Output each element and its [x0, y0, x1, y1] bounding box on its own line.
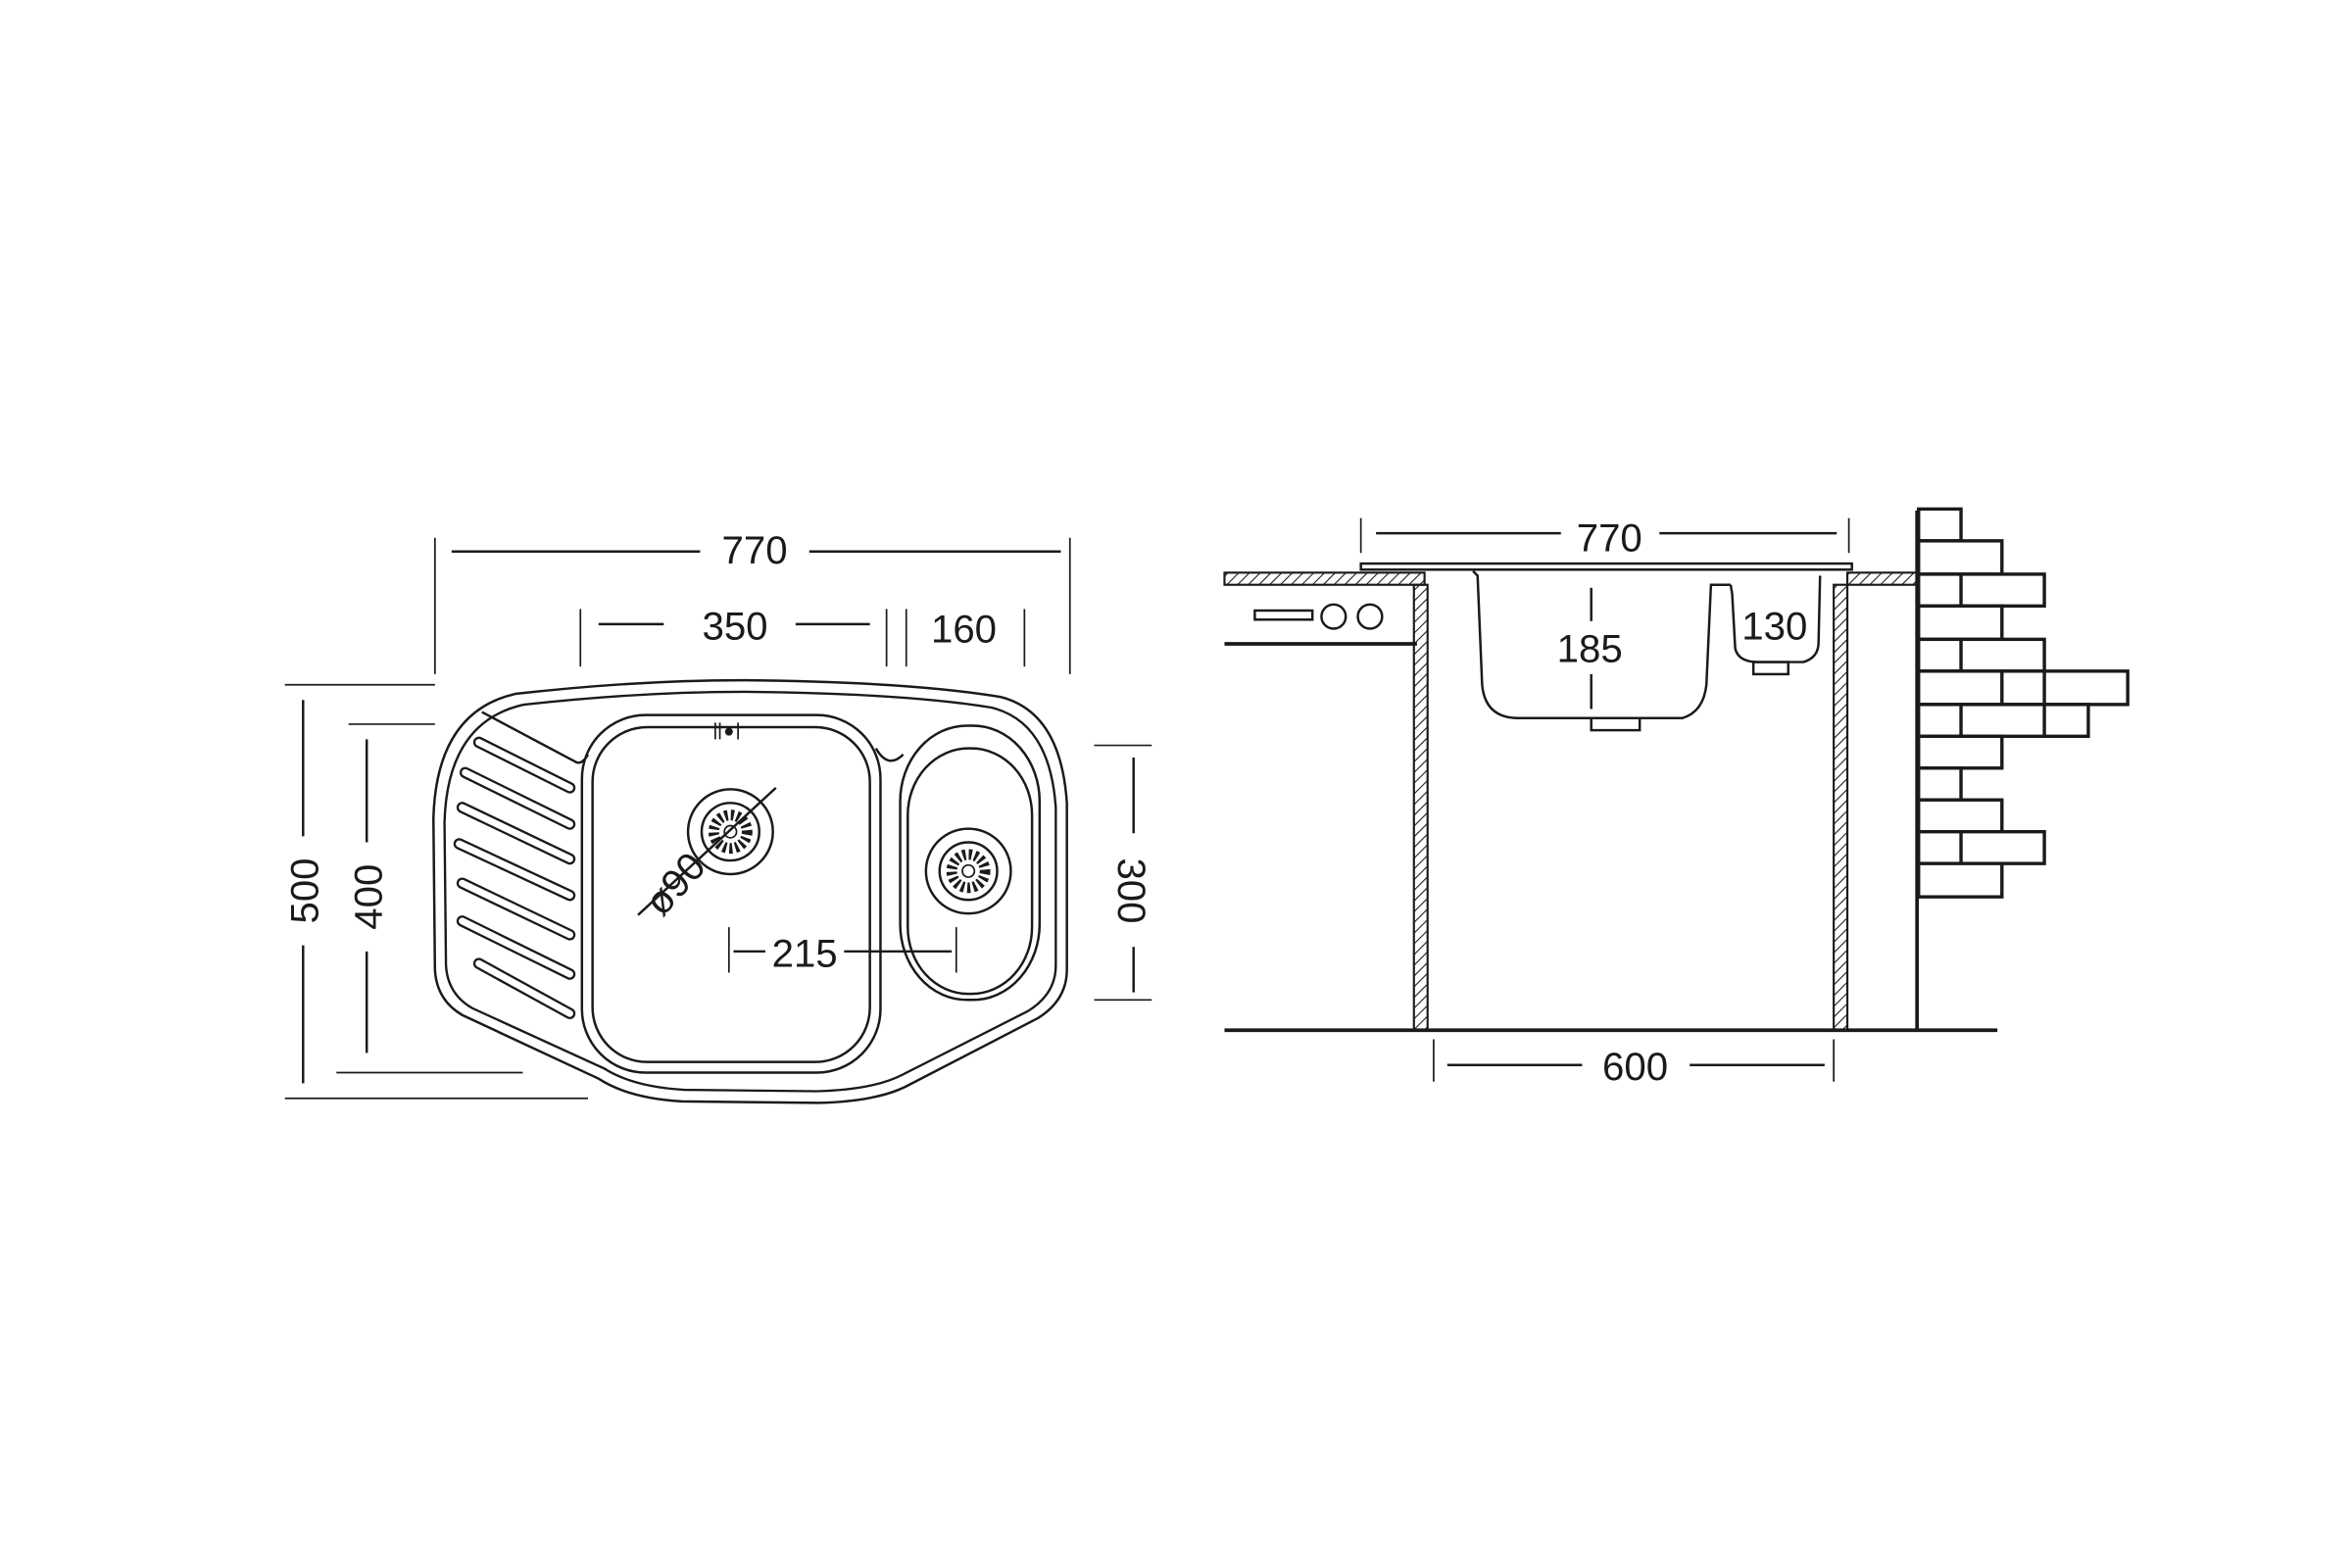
drainer-grooves-fill: [456, 739, 573, 1017]
small-bowl-depth-label: 300: [1109, 858, 1153, 923]
overflow-icon: [714, 722, 739, 740]
small-drain-icon: [924, 827, 1012, 915]
side-view: 185 130 770 600: [1223, 507, 2130, 1089]
sink-rim: [1359, 562, 1853, 571]
small-bowl-height-label: 130: [1741, 604, 1807, 648]
cabinet-wall-right: [1833, 583, 1849, 1032]
main-bowl-outer: [580, 713, 882, 1074]
top-view: ø90 770 350 160 500 400 300: [283, 528, 1153, 1104]
bowl-bridge: [874, 748, 905, 762]
small-drain-outlet: [1751, 661, 1789, 676]
side-overall-width-label: 770: [1577, 516, 1642, 561]
appliance-slot-icon: [1253, 609, 1314, 621]
drain-spacing-label: 215: [772, 931, 838, 975]
main-drain-outlet: [1590, 716, 1642, 732]
cabinet-width-label: 600: [1602, 1045, 1668, 1089]
main-bowl-depth-label: 400: [347, 864, 391, 930]
sink-rim-outline: [443, 690, 1057, 1093]
appliance-knob-icon: [1320, 603, 1348, 630]
appliance-knob-icon: [1356, 603, 1384, 630]
cabinet-wall-left: [1412, 583, 1429, 1032]
countertop-right: [1845, 571, 1919, 586]
main-drain-icon: [686, 788, 774, 876]
sink-outer-outline: [432, 678, 1068, 1104]
small-bowl-width-label: 160: [931, 607, 997, 651]
main-bowl-height-label: 185: [1557, 627, 1623, 671]
small-bowl-outer: [899, 724, 1042, 1002]
overall-width-label: 770: [722, 528, 788, 572]
overall-depth-label: 500: [283, 858, 327, 923]
countertop-left: [1223, 571, 1426, 586]
diameter-leader: [637, 786, 777, 916]
main-bowl-inner: [591, 725, 871, 1063]
brick-wall: [1917, 507, 2130, 899]
small-bowl-inner: [906, 747, 1034, 996]
main-bowl-width-label: 350: [702, 604, 767, 648]
